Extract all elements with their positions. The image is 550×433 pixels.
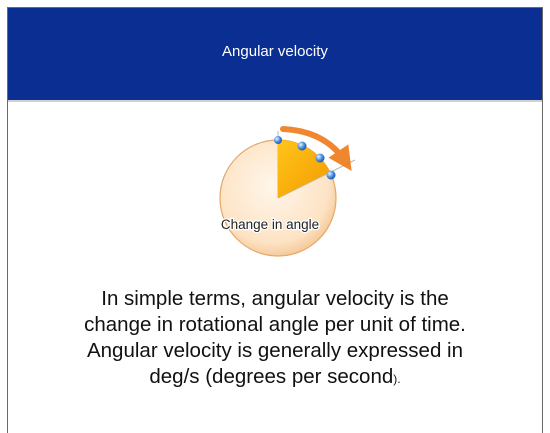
marker-ball-3 bbox=[315, 153, 325, 163]
diagram-label: Change in angle bbox=[221, 217, 319, 232]
angle-diagram-svg: Change in angle bbox=[219, 126, 356, 257]
description-line-3: Angular velocity is generally expressed … bbox=[86, 339, 464, 362]
description-line-4-end: ). bbox=[393, 372, 401, 386]
marker-ball-4 bbox=[326, 170, 336, 180]
angle-change-diagram-icon: Change in angle bbox=[207, 125, 367, 270]
description-line-4-main: deg/s (degrees per second bbox=[149, 365, 394, 388]
angle-sector bbox=[278, 139, 330, 198]
content-panel: Angular velocity bbox=[7, 7, 543, 433]
description-line-2: change in rotational angle per unit of t… bbox=[84, 313, 466, 336]
header-title: Angular velocity bbox=[222, 42, 328, 60]
rotation-arrow bbox=[280, 126, 352, 171]
marker-ball-1 bbox=[274, 136, 282, 144]
marker-ball-2 bbox=[297, 141, 307, 151]
description-text: In simple terms, angular velocity is the… bbox=[8, 286, 542, 392]
header-bar: Angular velocity bbox=[8, 8, 542, 102]
description-line-4: deg/s (degrees per second). bbox=[8, 364, 542, 392]
description-line-1: In simple terms, angular velocity is the bbox=[101, 287, 449, 310]
